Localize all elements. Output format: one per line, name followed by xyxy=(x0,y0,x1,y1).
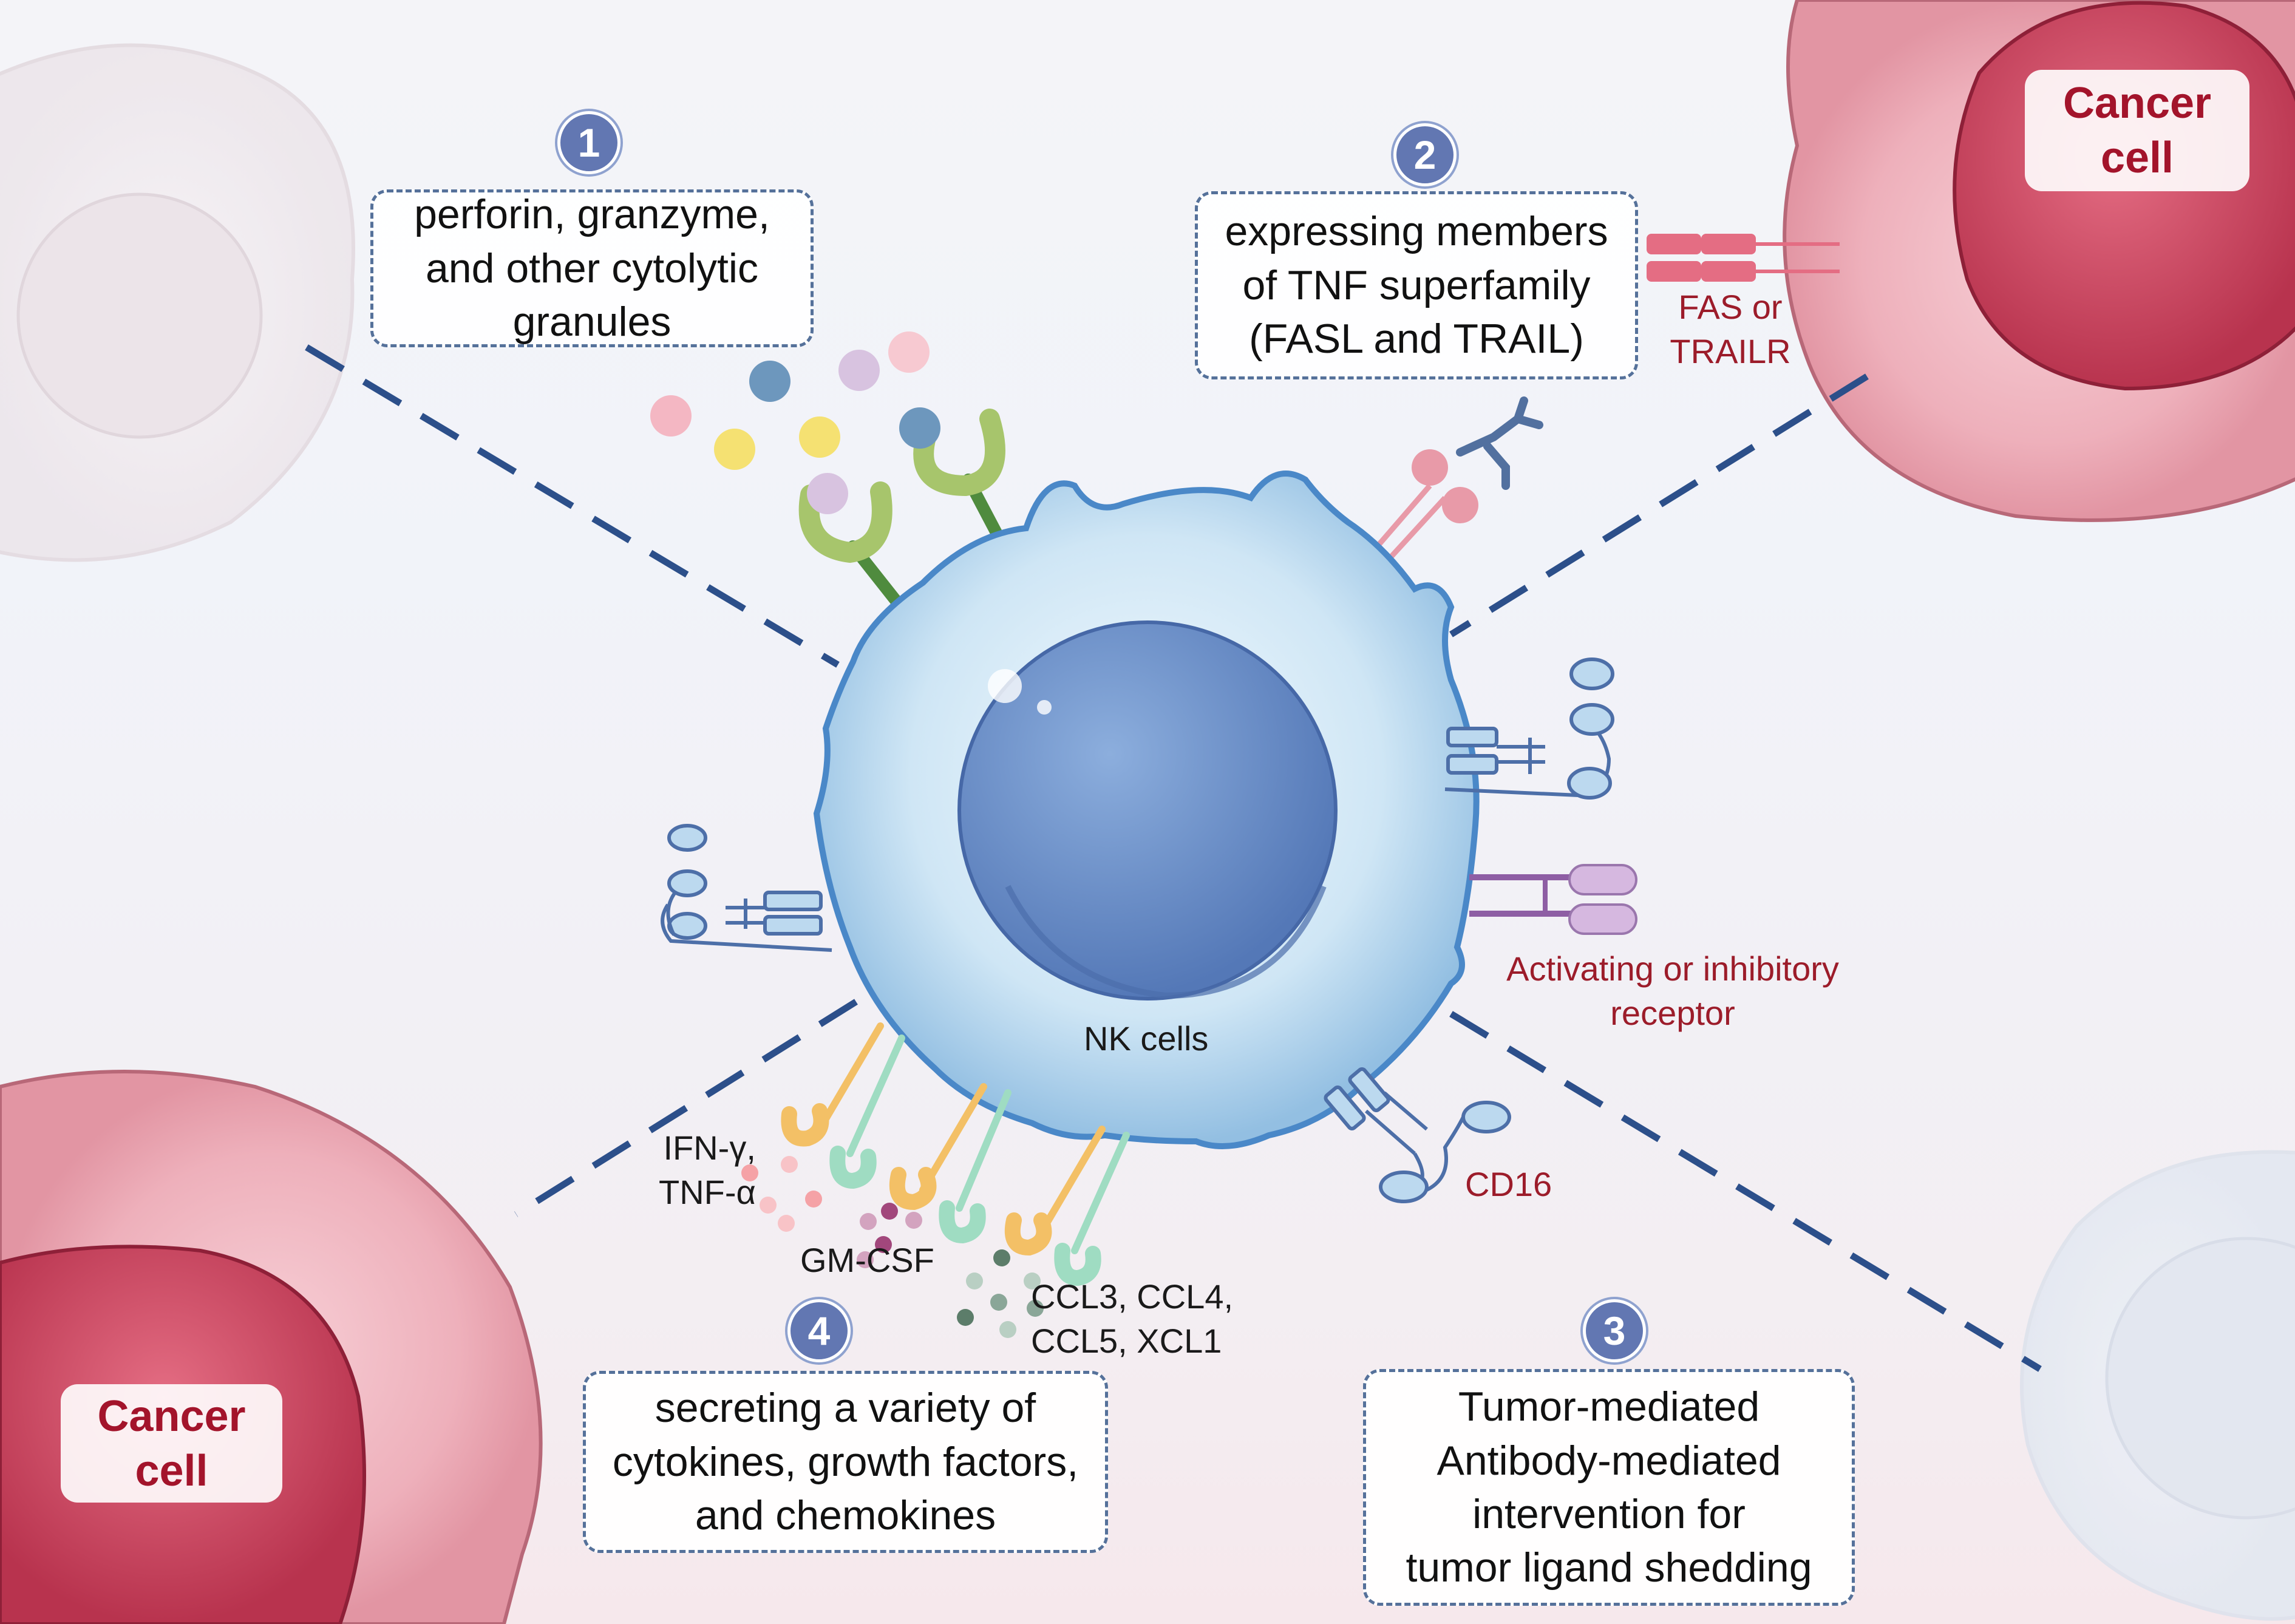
ccl-label-line1: CCL3, CCL4, xyxy=(1031,1277,1234,1316)
step-badge-4: 4 xyxy=(787,1299,851,1362)
box2-line2: of TNF superfamily xyxy=(1242,262,1591,308)
ccl-label: CCL3, CCL4, CCL5, XCL1 xyxy=(1031,1275,1233,1364)
membrane-receptor-right-upper xyxy=(1444,657,1614,800)
activating-label-line1: Activating or inhibitory xyxy=(1506,950,1839,988)
box3-line2: Antibody-mediated xyxy=(1436,1437,1781,1484)
faded-cell-bottom-right xyxy=(2020,1150,2295,1621)
box4-line3: and chemokines xyxy=(695,1492,996,1539)
cytokine-receptors xyxy=(781,1022,1130,1286)
dashed-connectors xyxy=(305,344,2042,1372)
fas-label-line1: FAS or xyxy=(1678,288,1783,326)
mechanism-box-1: perforin, granzyme, and other cytolytic … xyxy=(370,189,814,347)
cancer-label-line2: cell xyxy=(2100,134,2174,182)
ifn-label-line1: IFN-γ, xyxy=(663,1129,756,1167)
fas-trailr-label: FAS or TRAILR xyxy=(1661,285,1800,374)
ifn-tnf-label: IFN-γ, TNF-α xyxy=(659,1126,756,1215)
box2-line1: expressing members xyxy=(1225,208,1608,255)
nk-cell xyxy=(813,471,1480,1149)
fas-label-line2: TRAILR xyxy=(1670,331,1791,370)
cancer-label-line2: cell xyxy=(135,1446,208,1495)
green-receptors xyxy=(798,409,1005,610)
step-badge-1: 1 xyxy=(557,111,620,174)
activating-receptor-label: Activating or inhibitory receptor xyxy=(1481,947,1864,1036)
secreted-cytokines xyxy=(741,1156,1044,1338)
box3-line1: Tumor-mediated xyxy=(1458,1384,1760,1430)
cd16-label: CD16 xyxy=(1465,1165,1552,1203)
box4-line1: secreting a variety of xyxy=(654,1385,1036,1432)
box3-line4: tumor ligand shedding xyxy=(1406,1544,1812,1591)
ifn-label-line2: TNF-α xyxy=(659,1172,756,1211)
cancer-cell-bottom-left xyxy=(0,1070,543,1624)
cancer-cell-label-top-right: Cancer cell xyxy=(2025,70,2249,191)
mechanism-box-4: secreting a variety of cytokines, growth… xyxy=(583,1371,1108,1553)
box1-line1: perforin, granzyme, xyxy=(414,191,770,238)
fas-trailr-bars xyxy=(1647,234,1840,282)
box2-line3: (FASL and TRAIL) xyxy=(1249,316,1584,362)
box4-line2: cytokines, growth factors, xyxy=(612,1438,1079,1485)
cancer-cell-label-bottom-left: Cancer cell xyxy=(61,1384,282,1503)
faded-cell-top-left xyxy=(0,43,355,562)
mechanism-box-3: Tumor-mediated Antibody-mediated interve… xyxy=(1363,1369,1855,1606)
box1-line3: granules xyxy=(512,299,672,345)
activating-inhibitory-receptor xyxy=(1469,864,1637,935)
granules xyxy=(650,331,940,514)
nk-cells-label: NK cells xyxy=(1084,1019,1209,1058)
cancer-label-line1: Cancer xyxy=(2062,79,2212,127)
membrane-receptor-left xyxy=(661,824,832,952)
step-badge-3: 3 xyxy=(1583,1299,1646,1362)
box3-line3: intervention for xyxy=(1472,1491,1746,1537)
box1-line2: and other cytolytic xyxy=(425,245,759,291)
mechanism-box-2: expressing members of TNF superfamily (F… xyxy=(1195,191,1638,379)
step-badge-2: 2 xyxy=(1393,123,1457,186)
gm-csf-label: GM-CSF xyxy=(800,1241,934,1279)
cd16-receptor xyxy=(1324,1067,1511,1203)
cancer-label-line1: Cancer xyxy=(97,1391,246,1441)
activating-label-line2: receptor xyxy=(1610,993,1735,1032)
ccl-label-line2: CCL5, XCL1 xyxy=(1031,1321,1222,1360)
